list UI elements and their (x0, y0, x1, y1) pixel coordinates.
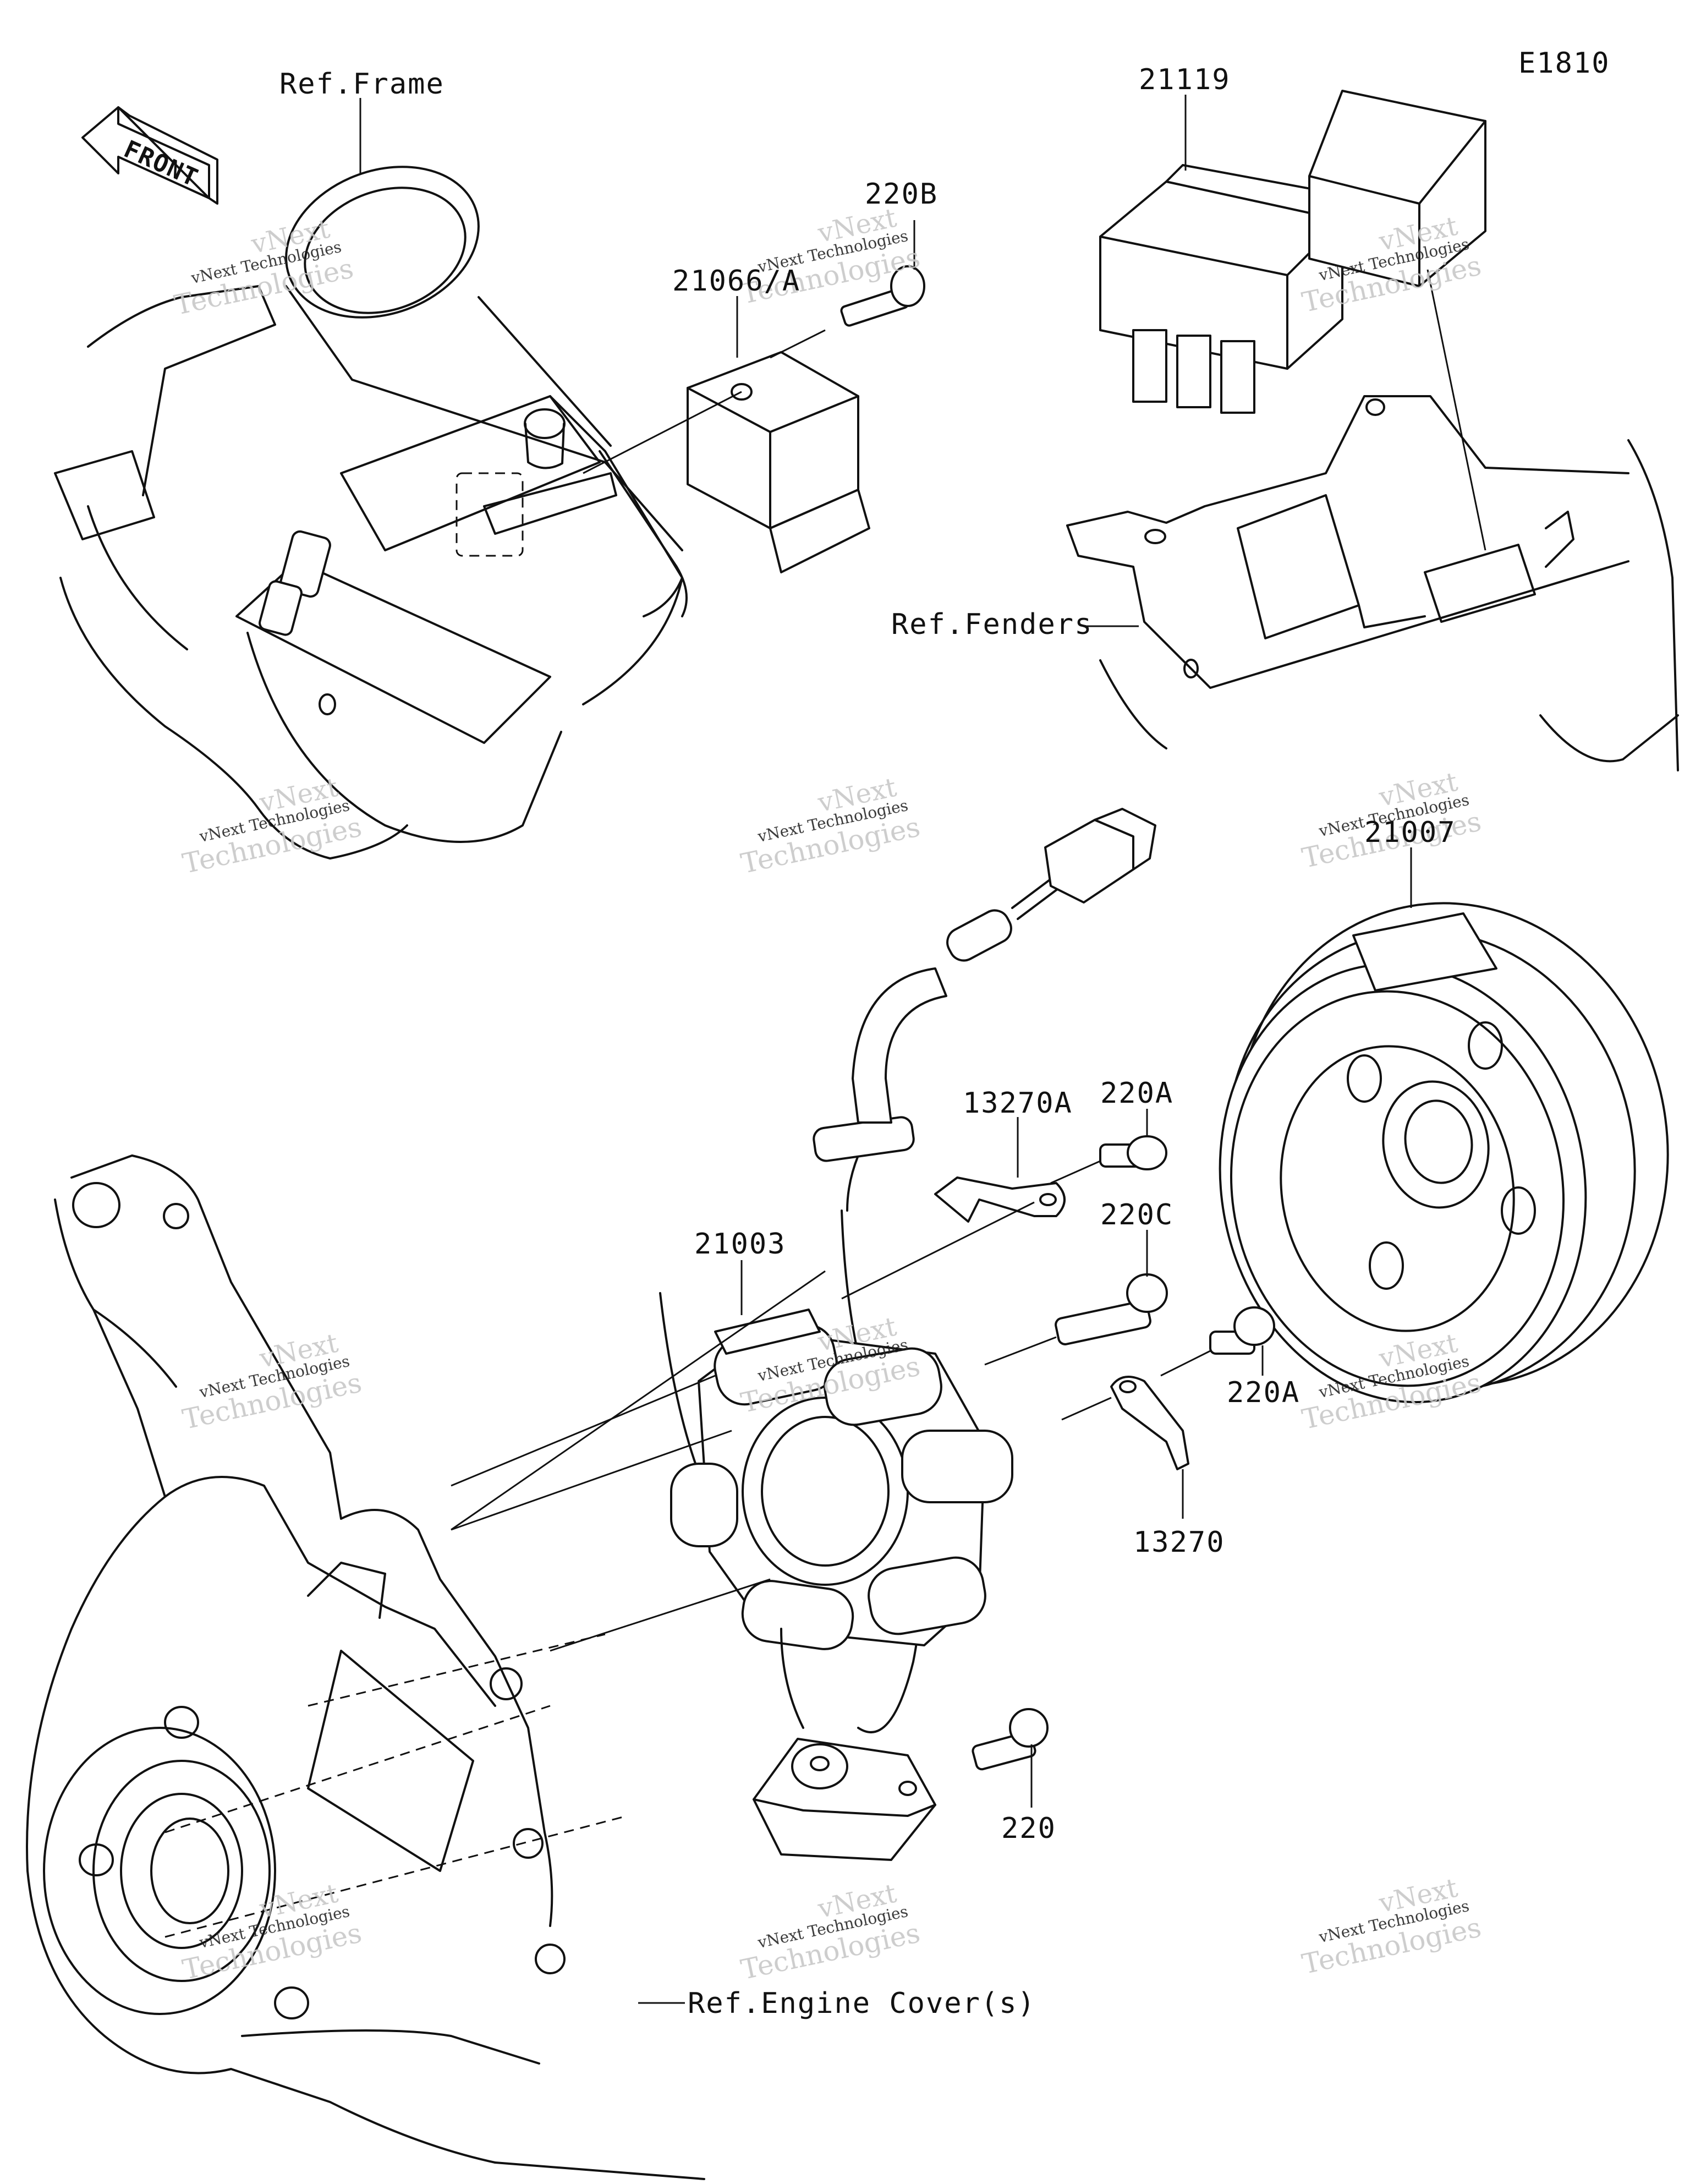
part-label-21003: 21003 (694, 1228, 786, 1261)
part-21007-drawing (1219, 902, 1669, 1404)
front-arrow-icon: FRONT (81, 106, 218, 205)
part-220b-drawing (770, 265, 925, 359)
part-label-13270: 13270 (1133, 1526, 1225, 1559)
small-parts-drawing (841, 1135, 1275, 1771)
part-21119-drawing (1099, 90, 1486, 414)
part-label-220c: 220C (1100, 1198, 1173, 1231)
ref-engine-cover-label: Ref.Engine Cover(s) (688, 1987, 1036, 2020)
fenders-drawing (1066, 395, 1679, 771)
part-label-220b: 220B (865, 178, 938, 211)
leader-lines (359, 95, 1486, 2004)
diagram-code: E1810 (1518, 47, 1610, 80)
ref-frame-label: Ref.Frame (279, 68, 445, 101)
part-labels: E1810 Ref.Frame 21119 220B 21066/A Ref.F… (279, 47, 1610, 2020)
part-label-21119: 21119 (1139, 63, 1231, 96)
part-label-13270a: 13270A (963, 1087, 1073, 1120)
engine-cover-drawing (26, 1154, 826, 2180)
part-21003-drawing (659, 808, 1156, 1861)
part-label-21066a: 21066/A (672, 265, 800, 298)
part-label-21007: 21007 (1364, 816, 1456, 849)
frame-drawing (54, 166, 688, 860)
part-label-220: 220 (1001, 1812, 1056, 1845)
part-21066a-drawing (583, 351, 870, 573)
ref-fenders-label: Ref.Fenders (891, 608, 1093, 641)
part-label-220a-top: 220A (1100, 1077, 1173, 1110)
part-label-220a-bottom: 220A (1227, 1376, 1300, 1409)
